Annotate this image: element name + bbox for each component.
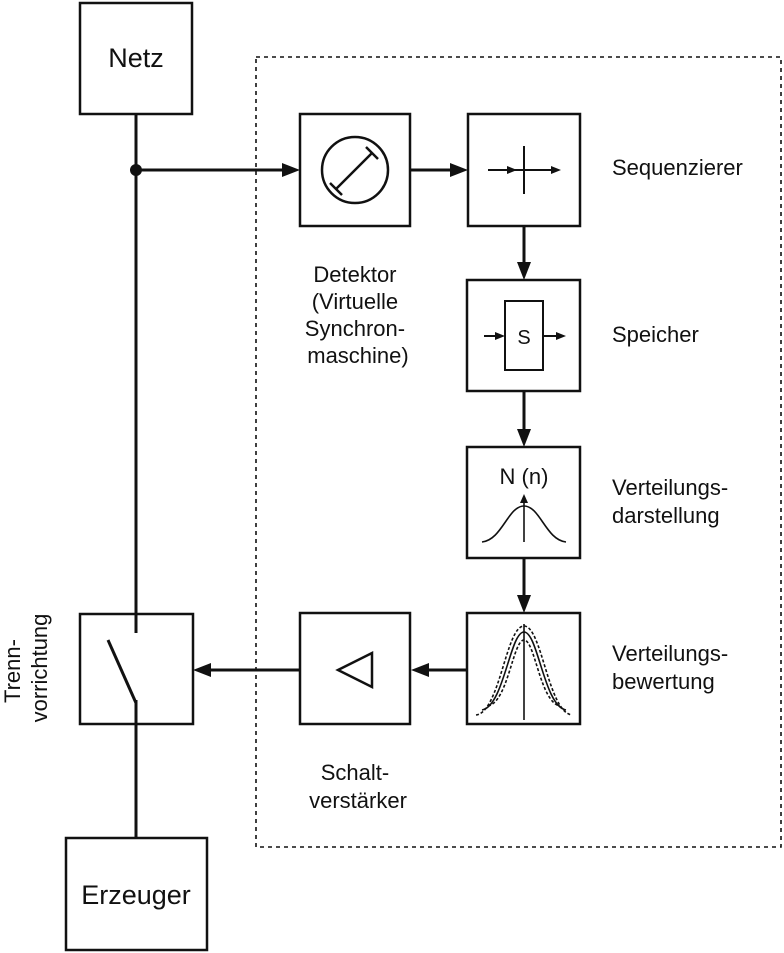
system-boundary <box>255 56 782 848</box>
schaltverstaerker-label: Schalt- verstärker <box>309 760 407 813</box>
schaltverstaerker-line-2: verstärker <box>309 788 407 813</box>
arrowhead-darstellung <box>517 429 531 447</box>
verteilungsdarstellung-label: Verteilungs- darstellung <box>612 475 734 528</box>
detektor-label-line-1: Detektor <box>313 262 396 287</box>
trennvorrichtung-label: Trenn- vorrichtung <box>0 614 52 723</box>
arrowhead-detektor <box>282 163 300 177</box>
netz-label: Netz <box>108 43 164 73</box>
schaltverstaerker-block <box>298 611 412 726</box>
sequenzierer-label: Sequenzierer <box>612 155 743 180</box>
distribution-evaluation-icon <box>475 624 573 720</box>
sequencer-icon <box>488 146 561 194</box>
arrowhead-trennvorrichtung <box>193 663 211 677</box>
arrowhead-bewertung <box>517 595 531 613</box>
verteilungsbewertung-line-2: bewertung <box>612 669 715 694</box>
amplifier-triangle-icon <box>335 650 374 690</box>
memory-icon <box>484 300 566 371</box>
verteilung-symbol: N (n) <box>500 464 549 489</box>
arrowhead-verstaerker <box>411 663 429 677</box>
synchroscope-icon <box>320 135 390 205</box>
detektor-label-line-3: Synchron- <box>305 316 405 341</box>
erzeuger-label: Erzeuger <box>81 880 191 910</box>
schaltverstaerker-line-1: Schalt- <box>321 760 389 785</box>
verteilungsbewertung-line-1: Verteilungs- <box>612 641 728 666</box>
arrowhead-speicher <box>517 262 531 280</box>
speicher-symbol: S <box>517 327 530 349</box>
verteilungsbewertung-label: Verteilungs- bewertung <box>612 641 734 694</box>
netz-block <box>78 1 194 116</box>
arrowhead-sequenzierer <box>450 163 468 177</box>
trennvorrichtung-line-2: vorrichtung <box>27 614 52 723</box>
verteilungsdarstellung-line-1: Verteilungs- <box>612 475 728 500</box>
switch-blade <box>106 639 138 704</box>
verteilungsdarstellung-line-2: darstellung <box>612 503 720 528</box>
bell-curve-icon <box>481 494 567 543</box>
speicher-label: Speicher <box>612 322 699 347</box>
detektor-label-line-2: (Virtuelle <box>312 289 398 314</box>
trennvorrichtung-line-1: Trenn- <box>0 639 25 703</box>
erzeuger-block <box>64 836 209 952</box>
detektor-label-line-4: maschine) <box>307 343 408 368</box>
detektor-label: Detektor (Virtuelle Synchron- maschine) <box>305 262 411 368</box>
